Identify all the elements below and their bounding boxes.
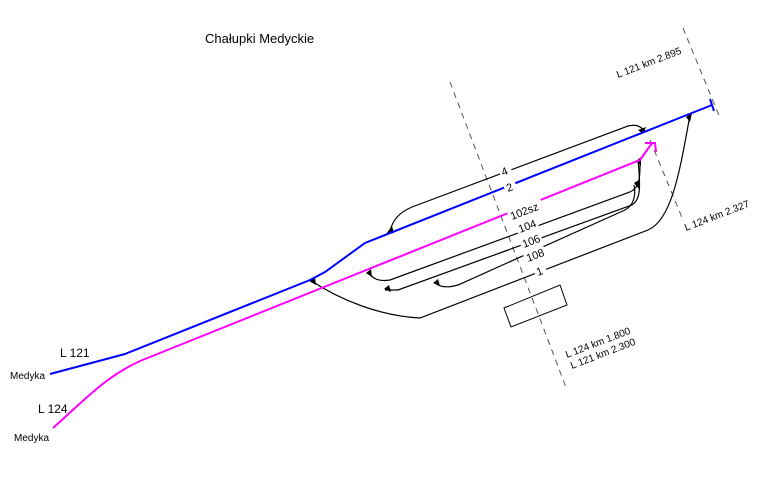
- km-label-121-east: L 121 km 2.895: [615, 46, 683, 81]
- track-106: [385, 159, 641, 291]
- track-4: [389, 124, 646, 233]
- track-104: [367, 164, 641, 282]
- line-121-label: L 121: [60, 346, 90, 360]
- track-label-2: 2: [505, 181, 515, 194]
- line-124: [52, 142, 657, 429]
- track-label-1: 1: [535, 265, 545, 278]
- line-124-origin: Medyka: [14, 433, 49, 444]
- track-label-4: 4: [500, 165, 510, 178]
- km-label-124-east: L 124 km 2.327: [683, 199, 751, 234]
- km-marker-124-east: [649, 139, 684, 221]
- station-title: Chałupki Medyckie: [205, 31, 314, 46]
- platform: [503, 284, 568, 328]
- km-marker-121-east: [682, 27, 721, 119]
- line-124-label: L 124: [38, 402, 68, 416]
- line-121: [49, 104, 713, 375]
- track-1: [309, 114, 691, 319]
- line-121-end-stop: [709, 98, 715, 112]
- line-121-origin: Medyka: [10, 371, 45, 382]
